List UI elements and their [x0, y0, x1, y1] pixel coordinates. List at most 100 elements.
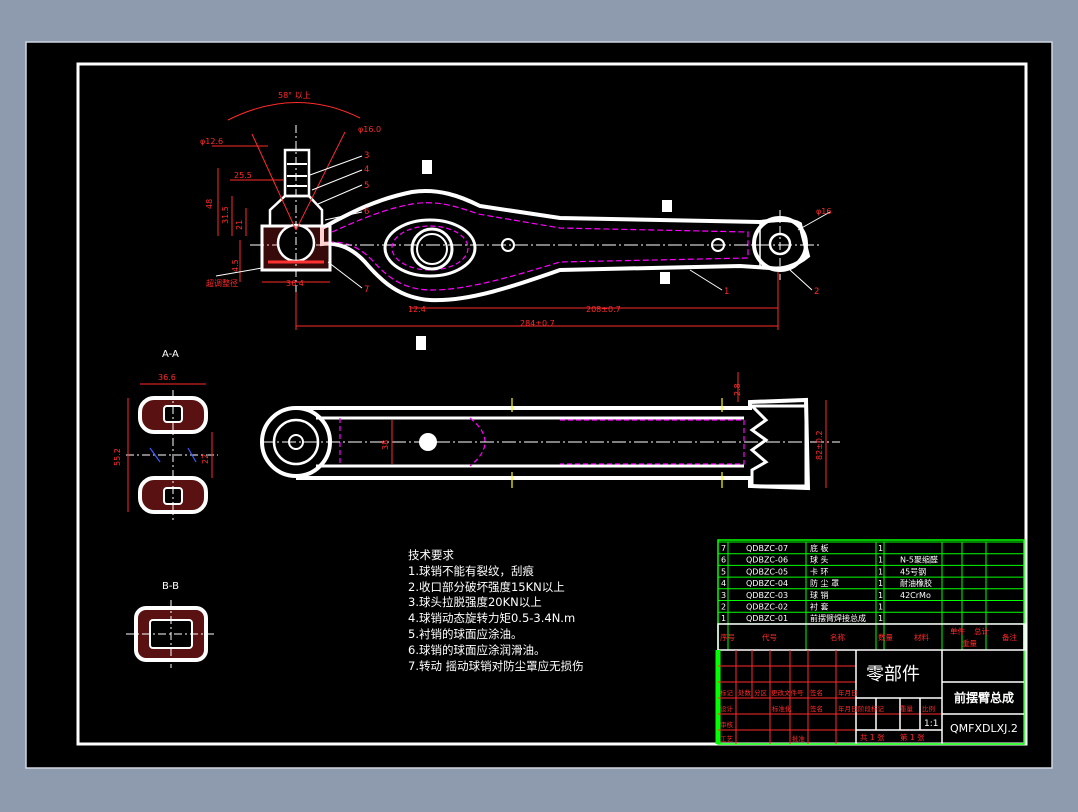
balloon-5: 5	[364, 181, 369, 191]
side-dimensions	[391, 372, 827, 488]
rev-4: 签名	[810, 688, 823, 697]
weight-label: 重量	[900, 705, 914, 713]
parts-cell-qty: 1	[878, 544, 883, 553]
parts-cell-qty: 1	[878, 603, 883, 612]
scale: 1:1	[924, 719, 938, 729]
balloon-2: 2	[814, 287, 819, 297]
dim-4-5: 4.5	[231, 259, 240, 272]
tech-item-2: 2.收口部分破坏强度15KN以上	[408, 579, 565, 594]
hdr-no: 序号	[720, 632, 735, 642]
dia-ball-label: φ12.6	[200, 137, 223, 146]
hdr-qty: 数量	[878, 632, 893, 642]
parts-cell-material: 42CrMo	[900, 591, 931, 600]
parts-cell-qty: 1	[878, 567, 883, 576]
parts-cell-name: 防 尘 罩	[810, 578, 839, 588]
dim-21: 21	[235, 220, 244, 230]
aa-inner-label: 22	[201, 454, 210, 464]
sheet-no: 第 1 张	[900, 732, 925, 742]
parts-cell-material: N-5聚缩醛	[900, 555, 938, 565]
rev-2: 分区	[754, 688, 768, 697]
section-b-b	[126, 600, 216, 668]
title-big: 零部件	[866, 664, 920, 685]
angle-line-left	[251, 133, 297, 231]
section-ticks	[511, 398, 723, 488]
drawing-name: 前摆臂总成	[954, 690, 1014, 705]
aa-width-label: 36.6	[158, 373, 176, 382]
process-2: 批准	[792, 734, 806, 743]
ratio-label: 比例	[922, 704, 935, 713]
parts-header: 序号 代号 名称 数量 材料 单件 总计 重量 备注	[720, 626, 1017, 648]
pl-82-label: 82±0.2	[815, 430, 824, 460]
mid-boss-inner	[391, 225, 469, 271]
hdr-note: 备注	[1002, 632, 1017, 642]
parts-cell-code: QDBZC-02	[746, 603, 788, 612]
leaders	[215, 155, 831, 291]
design-4: 签名	[810, 704, 823, 713]
parts-cell-material: 耐油橡胶	[900, 578, 932, 588]
parts-cell-qty: 1	[878, 579, 883, 588]
top-dimensions	[212, 145, 779, 330]
hdr-code: 代号	[762, 632, 777, 642]
parts-cell-qty: 1	[878, 614, 883, 623]
tech-item-1: 1.球销不能有裂纹，刮痕	[408, 563, 534, 578]
rev-3: 更改文件号	[771, 688, 804, 697]
title-grid	[718, 650, 1024, 744]
hdr-w1: 单件	[950, 626, 965, 636]
section-a-a	[126, 383, 218, 520]
technical-requirements: 技术要求 1.球销不能有裂纹，刮痕 2.收口部分破坏强度15KN以上 3.球头拉…	[408, 548, 584, 674]
design-0: 设计	[720, 704, 734, 713]
parts-cell-name: 球 头	[810, 555, 829, 565]
parts-cell-qty: 1	[878, 556, 883, 565]
parts-cell-material: 45号钢	[900, 566, 926, 576]
parts-cell-name: 卡 环	[810, 566, 829, 576]
dia-stud-label: φ16.0	[358, 125, 381, 134]
parts-header-frame	[717, 623, 1025, 651]
tech-item-3: 3.球头拉脱强度20KN以上	[408, 595, 542, 610]
parts-cell-no: 6	[721, 556, 726, 565]
balloon-3: 3	[364, 151, 369, 161]
balloon-7: 7	[364, 285, 369, 295]
mid-boss-hole-inner	[416, 233, 448, 265]
parts-cell-no: 5	[721, 567, 726, 576]
sheet-total: 共 1 张	[860, 733, 885, 742]
angle-arc	[227, 102, 361, 121]
tech-title: 技术要求	[408, 548, 454, 562]
title-grid-right	[855, 650, 1024, 744]
small-hole-2	[711, 238, 725, 252]
parts-cell-code: QDBZC-01	[746, 614, 788, 623]
parts-cell-no: 7	[721, 544, 726, 553]
section-aa-label: A-A	[162, 349, 179, 360]
parts-cell-code: QDBZC-03	[746, 591, 788, 600]
parts-cell-name: 前摆臂焊接总成	[810, 613, 866, 623]
dim-284: 284±0.7	[520, 319, 555, 328]
balloon-4: 4	[364, 165, 369, 175]
parts-cell-name: 球 销	[810, 590, 829, 600]
drawing-paper	[25, 41, 1053, 769]
design-2: 标准化	[772, 704, 792, 713]
stage-label: 阶段标记	[858, 704, 885, 713]
dim-31-5: 31.5	[221, 206, 230, 224]
section-bb-label: B-B	[162, 581, 179, 592]
angle-line-right	[295, 131, 346, 231]
hdr-name: 名称	[830, 632, 845, 642]
side-view	[260, 372, 840, 491]
angle-label: 58° 以上	[278, 91, 311, 100]
ball-joint	[227, 102, 361, 292]
dim-208: 208±0.7	[586, 305, 621, 314]
side-dim-label: 38	[381, 440, 390, 450]
title-rows: 标记 处数 分区 更改文件号 签名 年月日 设计 标准化 签名 年月日 阶段标记…	[720, 688, 935, 743]
dim-36-4: 36.4	[286, 279, 304, 288]
rev-5: 年月日	[838, 688, 858, 697]
parts-cell-code: QDBZC-06	[746, 556, 788, 565]
rev-0: 标记	[720, 688, 734, 697]
small-hole-1	[501, 238, 515, 252]
drawing-code: QMFXDLXJ.2	[950, 722, 1018, 735]
side-clevis	[748, 404, 808, 488]
section-marks	[416, 160, 672, 350]
parts-cell-qty: 1	[878, 591, 883, 600]
mid-boss	[383, 218, 477, 278]
dim-12-4: 12.4	[408, 305, 426, 314]
